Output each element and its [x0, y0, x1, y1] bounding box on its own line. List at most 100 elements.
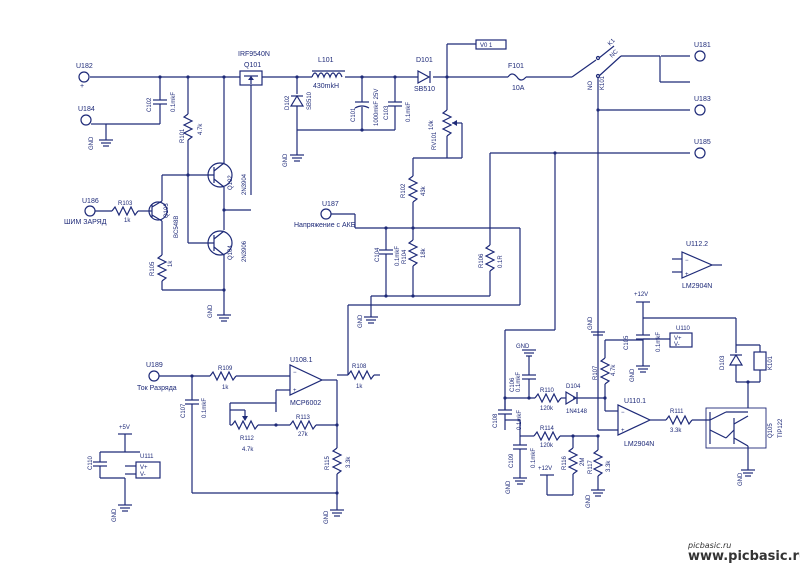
opamp-u110: − + U110.1 LM2904N [598, 398, 666, 448]
d104-value: 1N4148 [566, 409, 588, 415]
potentiometer-r112: R112 4.7k [229, 402, 290, 453]
r114-ref: R114 [540, 426, 555, 432]
c104-value: 0.1mkF [395, 246, 401, 266]
gnd-label-8: GND [506, 480, 512, 494]
k101b-ref: K101 [768, 355, 774, 370]
r101-value: 4.7k [198, 123, 204, 135]
r106-ref: R106 [479, 253, 485, 268]
c104-ref: C104 [375, 247, 381, 262]
c105-ref: C105 [624, 335, 630, 350]
q102-value: 2N3904 [242, 173, 248, 195]
l101-ref: L101 [318, 57, 334, 64]
connector-u182: U182 + [76, 63, 93, 90]
d101-value: SB510 [414, 86, 435, 93]
r112-value: 4.7k [242, 447, 254, 453]
transistor-q105: GND Q105 TIP122 [705, 407, 784, 486]
r108-value: 1k [356, 384, 363, 390]
resistor-r106: R106 0.1R [479, 152, 690, 296]
u111-pin-a: V+ [140, 465, 148, 471]
r104-ref: R104 [402, 249, 408, 264]
r108-ref: R108 [352, 364, 367, 370]
r109-value: 1k [222, 385, 229, 391]
capacitor-c107: C107 0.1mkF [181, 374, 208, 493]
r111-ref: R111 [670, 409, 684, 415]
c109-value: 0.1mkF [531, 448, 537, 468]
svg-text:+: + [621, 428, 625, 434]
r116-value: 2M [580, 458, 586, 466]
u113-ref: U110 [676, 326, 691, 332]
p5-label: +5V [119, 425, 130, 431]
r113-ref: R113 [296, 415, 311, 421]
d103-ref: D103 [720, 355, 726, 370]
r117-ref: R117 [588, 459, 594, 474]
r105-ref: R105 [150, 261, 156, 276]
k101-pin-b: NO [588, 81, 594, 90]
capacitor-c109: GND C109 0.1mkF [506, 420, 537, 494]
resistor-r105: R105 1k [150, 246, 226, 292]
gnd-label-4: GND [358, 314, 364, 328]
d102-value: SB510 [307, 91, 313, 110]
d104-ref: D104 [566, 384, 581, 390]
r116-ref: R116 [562, 455, 568, 470]
u110-value: LM2904N [624, 441, 654, 448]
gnd-label-9: GND [586, 494, 592, 508]
r114-value: 120k [540, 443, 554, 449]
capacitor-c101: C101 1000mkF 25V [351, 75, 380, 130]
u113-pin-b: V- [674, 342, 680, 348]
u183-name: U183 [694, 96, 711, 103]
resistor-r101: R101 4.7k [180, 75, 204, 175]
p12-label-1: +12V [634, 292, 648, 298]
r106-value: 0.1R [498, 255, 504, 268]
k101-pin-c: K1 [607, 38, 617, 48]
k101-pin-a: NC [609, 49, 620, 60]
capacitor-c104: C104 0.1mkF [375, 226, 401, 296]
resistor-r108: R108 1k [337, 364, 380, 390]
u182-pin: + [80, 83, 84, 90]
f101-ref: F101 [508, 63, 524, 70]
svg-text:−: − [293, 370, 297, 376]
c103-ref: C103 [384, 105, 390, 120]
resistor-r102: R102 43k [401, 158, 427, 228]
connector-u184: U184 GND [78, 106, 113, 150]
c108-ref: C108 [493, 413, 499, 428]
potentiometer-rv101: RV101 10k [413, 77, 463, 159]
resistor-r111: R111 3.3k [665, 409, 710, 434]
r112-ref: R112 [240, 436, 255, 442]
diode-d104: D104 1N4148 [565, 384, 588, 415]
resistor-r117: GND R117 3.3k [586, 434, 612, 508]
v01-text: V0 1 [480, 43, 493, 49]
r103-value: 1k [124, 218, 131, 224]
c110-ref: C110 [88, 455, 94, 470]
resistor-r114: R114 120k [520, 426, 598, 449]
capacitor-c103: C103 0.1mkF [297, 75, 412, 132]
r105-value: 1k [168, 260, 174, 267]
r115-value: 3.3k [346, 456, 352, 468]
q101-ref: Q101 [244, 62, 261, 69]
u181-name: U181 [694, 42, 711, 49]
c109-ref: C109 [509, 453, 515, 468]
c105-value: 0.1mkF [656, 332, 662, 352]
relay-coil: D103 K101 [720, 318, 774, 408]
gnd-label-7: GND [516, 344, 530, 350]
power-12v-top: +12V GND C105 0.1mkF V+ V- U110 [624, 292, 736, 382]
c101-value: 1000mkF 25V [374, 89, 380, 126]
u111-ref: U111 [140, 454, 154, 460]
inductor-l101: L101 430mkH [311, 57, 345, 90]
opamp-u112: − + U112.2 LM2904N [672, 241, 722, 290]
watermark: picbasic.ru www.picbasic.ru [687, 541, 800, 564]
r110-ref: R110 [540, 388, 555, 394]
resistor-r115: GND R115 3.3k [192, 423, 352, 524]
transistor-q102: Q102 2N3904 [186, 75, 248, 230]
svg-text:−: − [685, 258, 689, 264]
mosfet-q101: IRF9540N Q101 [238, 51, 270, 195]
r101-ref: R101 [180, 128, 186, 143]
q103-value: BC548B [174, 216, 180, 238]
f101-value: 10A [512, 85, 525, 92]
r104-value: 18k [421, 247, 427, 258]
d102-ref: D102 [285, 95, 291, 110]
q105-value: TIP122 [778, 418, 784, 438]
u182-name: U182 [76, 63, 93, 70]
resistor-r113: R113 27k [274, 415, 337, 438]
u108-ref: U108.1 [290, 357, 313, 364]
sense-net [347, 228, 521, 375]
